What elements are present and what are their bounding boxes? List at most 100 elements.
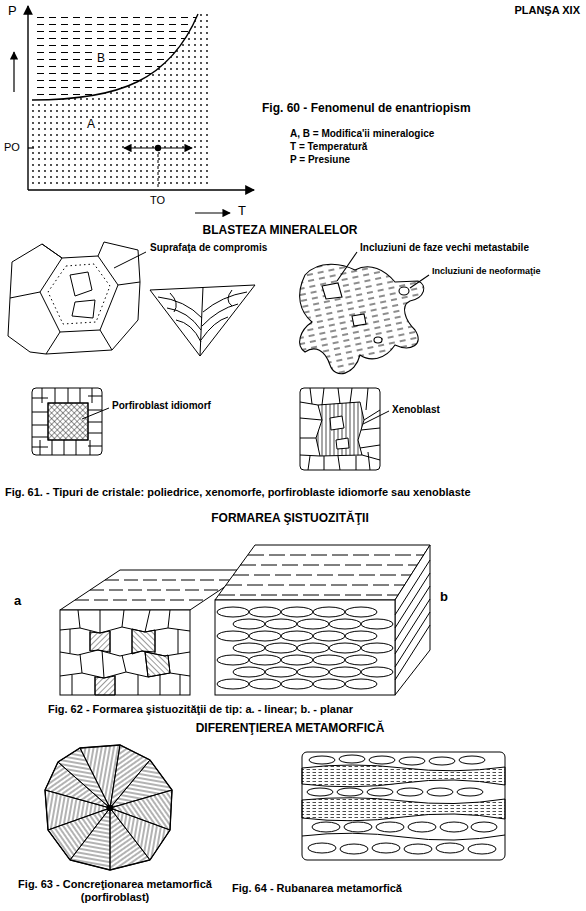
- linear-schistosity-block: [75, 580, 235, 600]
- section-heading: FORMAREA ŞISTUOZITĂŢII: [140, 512, 440, 526]
- planar-schistosity-block: [217, 655, 249, 665]
- callout-label: Incluziuni de faze vechi metastabile: [360, 242, 529, 254]
- phase-diagram: [195, 212, 230, 213]
- polyhedral-grains: [100, 282, 140, 350]
- callout-label: Suprafaţa de compromis: [150, 242, 267, 254]
- metamorphic-banding: [340, 844, 368, 854]
- idiomorphic-porphyroblast: [48, 403, 88, 440]
- planar-schistosity-block: [249, 607, 281, 617]
- section-heading: BLASTEZA MINERALELOR: [130, 224, 430, 238]
- planar-schistosity-block: [265, 667, 297, 677]
- planar-schistosity-block: [233, 619, 265, 629]
- planar-schistosity-block: [395, 560, 430, 680]
- metamorphic-banding: [367, 788, 393, 796]
- metamorphic-banding: [339, 755, 365, 763]
- zoned-crystal: [228, 290, 232, 306]
- planar-schistosity-block: [297, 643, 329, 653]
- metamorphic-banding: [369, 756, 395, 764]
- planar-schistosity-block: [215, 545, 430, 600]
- metamorphic-banding: [302, 765, 505, 787]
- metamorphic-banding: [372, 843, 400, 853]
- xenoblast: [310, 388, 368, 410]
- xenomorph-crystal: [300, 252, 429, 374]
- part-letter: a: [14, 594, 21, 609]
- metamorphic-banding: [468, 844, 496, 854]
- idiomorphic-porphyroblast: [32, 388, 102, 455]
- planar-schistosity-block: [215, 545, 430, 695]
- phase-diagram: [28, 189, 254, 190]
- metamorphic-banding: [337, 788, 363, 796]
- zoned-crystal: [202, 304, 238, 326]
- polyhedral-grains: [40, 256, 118, 332]
- linear-schistosity-block: [78, 610, 170, 633]
- metamorphic-banding: [307, 788, 333, 796]
- xenomorph-crystal: [337, 252, 357, 281]
- part-letter: b: [440, 590, 448, 605]
- metamorphic-banding: [397, 788, 423, 796]
- polyhedral-grains: [70, 272, 92, 296]
- polyhedral-grains: [10, 262, 12, 298]
- linear-schistosity-block: [70, 629, 178, 654]
- xenomorph-crystal: [410, 275, 429, 288]
- zoned-crystal: [150, 285, 255, 356]
- planar-schistosity-block: [233, 643, 265, 653]
- phase-diagram: [27, 6, 28, 190]
- zoned-crystal: [200, 287, 203, 356]
- planar-schistosity-block: [265, 643, 297, 653]
- planar-schistosity-block: [265, 619, 297, 629]
- figure-caption: Fig. 62 - Formarea şistuozităţii de tip:…: [48, 703, 353, 716]
- zoned-crystal: [150, 285, 255, 356]
- metamorphic-banding: [429, 757, 455, 765]
- planar-schistosity-block: [345, 631, 377, 641]
- planar-schistosity-block: [297, 667, 329, 677]
- planar-schistosity-block: [361, 667, 393, 677]
- metamorphic-banding: [457, 788, 483, 796]
- planar-schistosity-block: [361, 643, 393, 653]
- callout-label: Porfiroblast idiomorf: [112, 400, 211, 412]
- phase-diagram: [28, 147, 34, 148]
- idiomorphic-porphyroblast: [48, 403, 88, 440]
- region-label: B: [95, 52, 107, 66]
- linear-schistosity-block: [80, 650, 170, 678]
- planar-schistosity-block: [313, 631, 345, 641]
- xenoblast: [363, 411, 389, 424]
- phase-diagram: [14, 6, 254, 213]
- metamorphic-banding: [408, 822, 436, 832]
- zoned-crystal: [170, 293, 176, 312]
- planar-schistosity-block: [281, 655, 313, 665]
- planar-schistosity-block: [281, 631, 313, 641]
- planar-schistosity-block: [281, 679, 313, 689]
- planar-schistosity-block: [217, 607, 249, 617]
- xenoblast: [330, 416, 344, 430]
- figure-caption: Fig. 63 - Concreţionarea metamorfică (po…: [2, 878, 228, 903]
- polyhedral-grains: [98, 242, 104, 256]
- planar-schistosity-block: [217, 679, 249, 689]
- zoned-crystal: [176, 320, 201, 342]
- planar-schistosity-block: [217, 631, 249, 641]
- polyhedral-grains: [48, 264, 110, 324]
- planar-schistosity-block: [217, 607, 393, 689]
- planar-schistosity-block: [249, 655, 281, 665]
- metamorphic-banding: [399, 757, 425, 765]
- planar-schistosity-block: [249, 631, 281, 641]
- planar-schistosity-block: [215, 600, 395, 695]
- planar-schistosity-block: [249, 679, 281, 689]
- metamorphic-banding: [312, 822, 340, 832]
- axis-label: T: [238, 204, 246, 219]
- polyhedral-grains: [8, 242, 146, 354]
- linear-schistosity-block: [60, 672, 190, 678]
- figure-caption: Fig. 61. - Tipuri de cristale: poliedric…: [5, 486, 471, 499]
- zoned-crystal: [158, 297, 202, 318]
- metamorphic-banding: [302, 833, 505, 840]
- xenoblast: [300, 388, 389, 470]
- planar-schistosity-block: [297, 619, 329, 629]
- polyhedral-grains: [8, 292, 112, 354]
- region-label: A: [85, 118, 97, 132]
- polyhedral-grains: [72, 300, 95, 318]
- polyhedral-grains: [114, 252, 146, 268]
- planar-schistosity-block: [233, 667, 265, 677]
- planar-schistosity-block: [395, 545, 430, 695]
- idiomorphic-porphyroblast: [82, 408, 109, 419]
- metamorphic-banding: [440, 822, 468, 832]
- linear-schistosity-block: [95, 676, 115, 695]
